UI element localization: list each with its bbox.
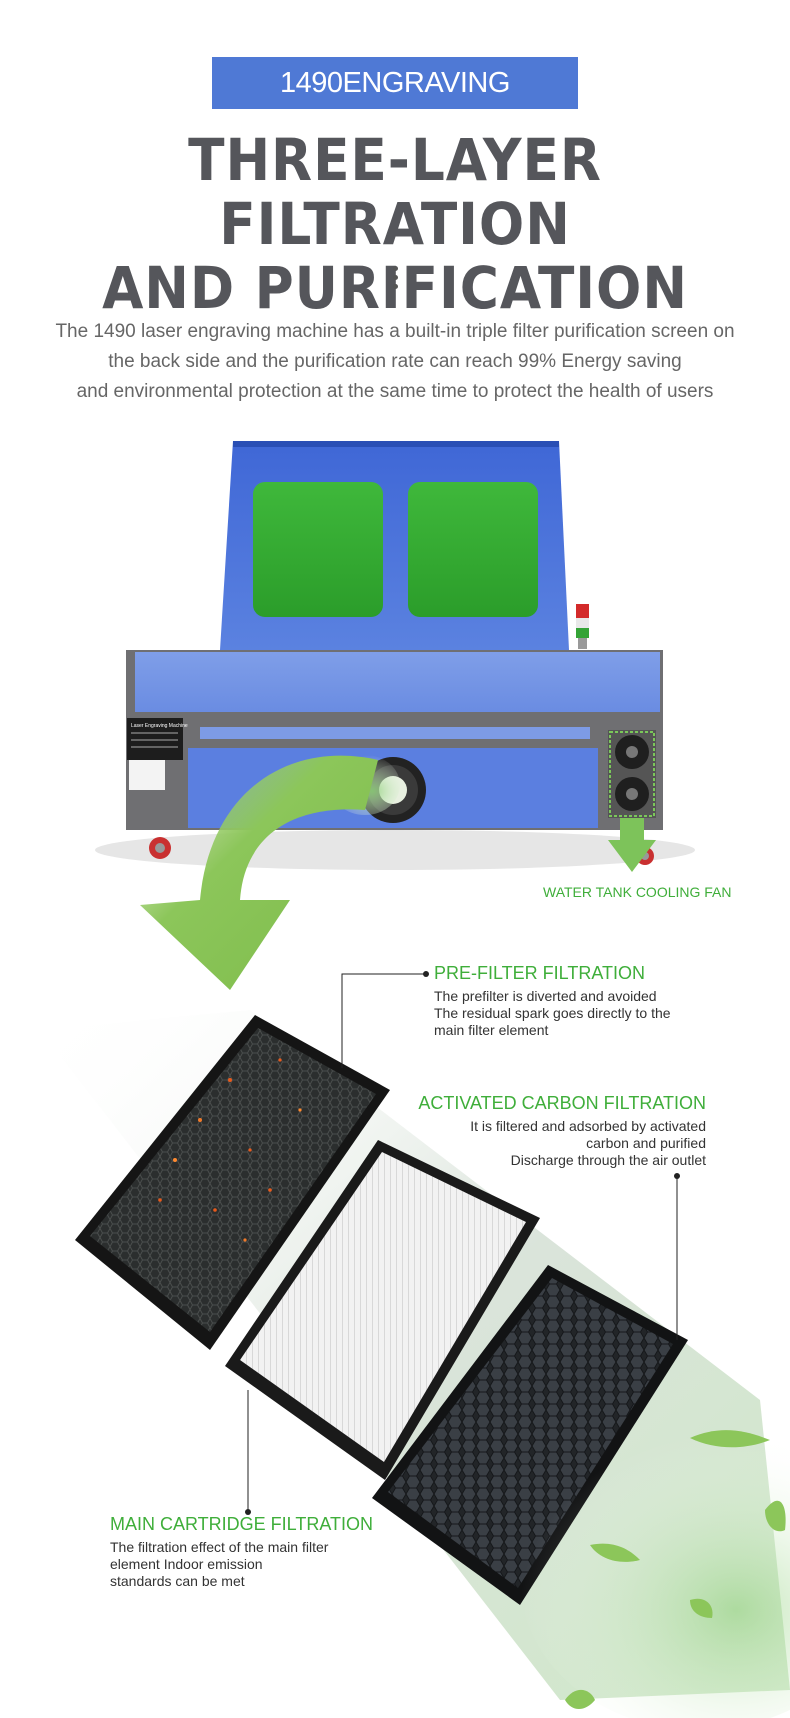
pre-filter-callout: PRE-FILTER FILTRATION The prefilter is d… bbox=[434, 963, 671, 1039]
pre-filter-text: The prefilter is diverted and avoided Th… bbox=[434, 988, 671, 1039]
leaf-icon bbox=[565, 1689, 595, 1709]
carbon-callout: ACTIVATED CARBON FILTRATION It is filter… bbox=[418, 1093, 706, 1169]
product-badge: 1490ENGRAVING MACHINE bbox=[212, 57, 578, 151]
carbon-text: It is filtered and adsorbed by activated… bbox=[418, 1118, 706, 1169]
carbon-line-3: Discharge through the air outlet bbox=[510, 1152, 706, 1168]
right-window bbox=[408, 482, 538, 617]
main-cartridge-text: The filtration effect of the main filter… bbox=[110, 1539, 373, 1590]
main-cartridge-title: MAIN CARTRIDGE FILTRATION bbox=[110, 1514, 374, 1534]
activated-carbon-panel bbox=[372, 1265, 688, 1605]
leaf-icon bbox=[765, 1500, 786, 1532]
description-line-2: the back side and the purification rate … bbox=[108, 351, 682, 372]
nameplate bbox=[127, 718, 183, 760]
pre-filter-line-1: The prefilter is diverted and avoided bbox=[434, 988, 657, 1004]
main-cartridge-panel bbox=[225, 1140, 540, 1480]
cooling-arrow-icon bbox=[608, 818, 656, 872]
leaf-icon bbox=[690, 1430, 770, 1448]
pre-filter-line-2: The residual spark goes directly to the bbox=[434, 1005, 671, 1021]
pre-filter-line-3: main filter element bbox=[434, 1022, 549, 1038]
description-line-1: The 1490 laser engraving machine has a b… bbox=[55, 321, 735, 342]
left-window bbox=[253, 482, 383, 617]
vertical-dots-divider bbox=[390, 266, 400, 293]
water-tank-fan-label: WATER TANK COOLING FAN bbox=[543, 884, 732, 900]
main-line-2: element Indoor emission bbox=[110, 1556, 263, 1572]
pre-filter-panel bbox=[75, 1015, 390, 1350]
leaf-icon bbox=[590, 1543, 640, 1562]
description: The 1490 laser engraving machine has a b… bbox=[30, 317, 760, 407]
leaf-icon bbox=[690, 1598, 713, 1618]
pre-filter-title: PRE-FILTER FILTRATION bbox=[434, 963, 646, 983]
main-line-1: The filtration effect of the main filter bbox=[110, 1539, 329, 1555]
main-line-3: standards can be met bbox=[110, 1573, 245, 1589]
carbon-title: ACTIVATED CARBON FILTRATION bbox=[418, 1093, 706, 1113]
carbon-line-1: It is filtered and adsorbed by activated bbox=[470, 1118, 706, 1134]
main-cartridge-callout: MAIN CARTRIDGE FILTRATION The filtration… bbox=[110, 1514, 373, 1590]
svg-text:Laser Engraving Machine: Laser Engraving Machine bbox=[131, 723, 188, 729]
pre-filter-leader bbox=[341, 973, 426, 1068]
description-line-3: and environmental protection at the same… bbox=[76, 381, 714, 402]
airflow-arrow-icon bbox=[140, 755, 378, 990]
carbon-line-2: carbon and purified bbox=[586, 1135, 706, 1151]
title-line-1: THREE-LAYER FILTRATION bbox=[188, 126, 602, 258]
